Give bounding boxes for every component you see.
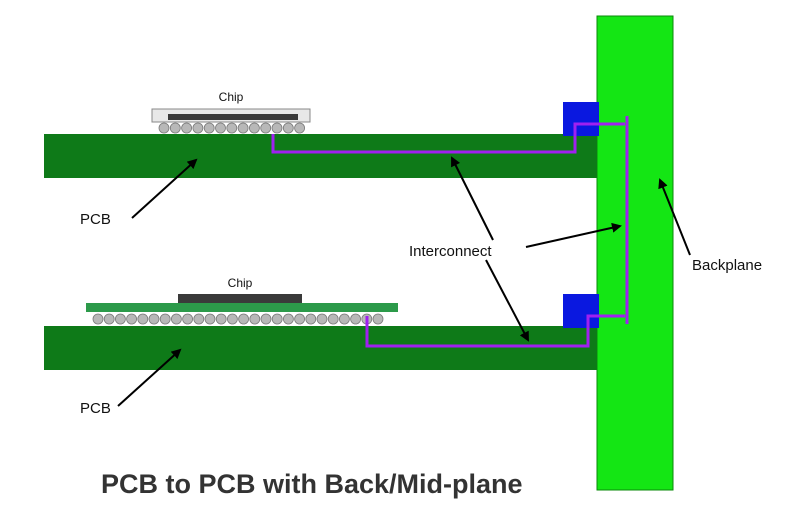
solder-ball <box>316 313 328 325</box>
solder-ball <box>159 313 171 325</box>
diagram-title: PCB to PCB with Back/Mid-plane <box>101 469 523 499</box>
chip-top-die <box>168 114 298 120</box>
chip-bottom-die <box>178 294 302 304</box>
solder-ball <box>282 122 294 134</box>
solder-ball <box>170 313 182 325</box>
solder-ball <box>350 313 362 325</box>
solder-ball <box>294 313 306 325</box>
solder-ball <box>249 313 261 325</box>
solder-ball <box>148 313 160 325</box>
solder-ball <box>103 313 115 325</box>
solder-ball <box>237 122 249 134</box>
arrow-backplane <box>658 178 691 256</box>
arrow-pcb-bottom <box>117 348 182 407</box>
solder-ball <box>169 122 181 134</box>
pcb-bottom-label: PCB <box>80 400 111 417</box>
solder-ball <box>305 313 317 325</box>
arrow-interconnect-backplane <box>525 222 622 248</box>
solder-ball <box>226 122 238 134</box>
pcb-board-bottom <box>44 326 597 370</box>
solder-ball <box>294 122 306 134</box>
solder-ball <box>260 313 272 325</box>
trace-top <box>271 122 625 154</box>
solder-ball <box>327 313 339 325</box>
chip-top-label: Chip <box>219 90 244 104</box>
solder-ball <box>282 313 294 325</box>
connector-top <box>563 102 599 136</box>
chip-top <box>151 108 311 134</box>
chip-bottom-carrier <box>86 303 398 312</box>
pcb-top-label: PCB <box>80 211 111 228</box>
solder-ball <box>115 313 126 325</box>
solder-ball <box>260 122 272 134</box>
backplane-label: Backplane <box>692 257 762 274</box>
solder-ball <box>182 313 194 325</box>
solder-balls-bottom <box>92 313 384 325</box>
solder-ball <box>126 313 138 325</box>
pcb-board-top <box>44 134 597 178</box>
chip-bottom-label: Chip <box>228 276 253 290</box>
solder-ball <box>372 313 384 325</box>
solder-ball <box>215 122 226 134</box>
solder-ball <box>92 313 104 325</box>
interconnect-label: Interconnect <box>409 243 492 260</box>
solder-ball <box>192 122 204 134</box>
arrow-pcb-top <box>131 158 198 219</box>
solder-balls-top <box>158 122 306 134</box>
solder-ball <box>248 122 260 134</box>
solder-ball <box>271 122 283 134</box>
solder-ball <box>338 313 350 325</box>
solder-ball <box>193 313 205 325</box>
connector-bottom <box>563 294 599 328</box>
solder-ball <box>204 313 216 325</box>
arrow-interconnect-top <box>451 156 494 241</box>
chip-bottom <box>86 294 398 325</box>
solder-ball <box>137 313 149 325</box>
solder-ball <box>203 122 215 134</box>
solder-ball <box>181 122 193 134</box>
solder-ball <box>226 313 238 325</box>
arrow-interconnect-bottom <box>485 259 529 342</box>
solder-ball <box>215 313 227 325</box>
solder-ball <box>238 313 250 325</box>
backplane <box>596 15 674 491</box>
solder-ball <box>158 122 170 134</box>
trace-bottom <box>365 314 625 348</box>
solder-ball <box>271 313 283 325</box>
